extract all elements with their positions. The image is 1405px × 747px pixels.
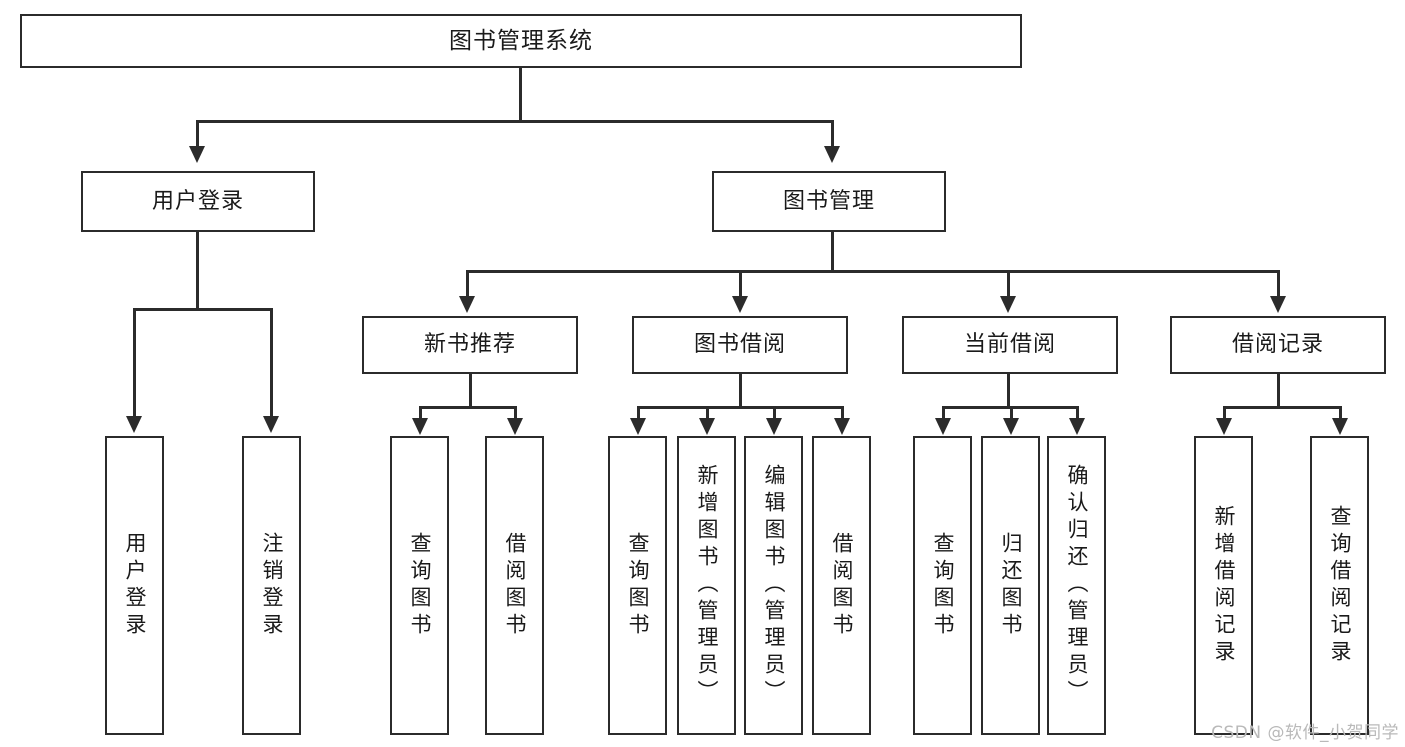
node-label: 查询图书 [408, 531, 432, 640]
node-book-borrow[interactable]: 图书借阅 [632, 316, 848, 374]
node-label: 注销登录 [260, 531, 284, 640]
node-label: 用户登录 [151, 188, 244, 214]
node-root-system[interactable]: 图书管理系统 [20, 14, 1022, 68]
node-label: 图书管理系统 [449, 27, 593, 54]
leaf-cb-query-book[interactable]: 查询图书 [913, 436, 972, 735]
connector-drop-new-book [466, 270, 469, 298]
arrowhead-nb-leaf2 [507, 418, 523, 435]
leaf-br-add-record[interactable]: 新增借阅记录 [1194, 436, 1253, 735]
node-label: 查询借阅记录 [1328, 504, 1352, 667]
arrowhead-book-borrow [732, 296, 748, 313]
arrowhead-br-leaf1 [1216, 418, 1232, 435]
arrowhead-new-book [459, 296, 475, 313]
leaf-nb-borrow-book[interactable]: 借阅图书 [485, 436, 544, 735]
watermark-text: CSDN @软件_小贺同学 [1211, 723, 1399, 743]
connector-drop-br-leaf2 [1339, 406, 1342, 420]
leaf-br-query-record[interactable]: 查询借阅记录 [1310, 436, 1369, 735]
connector-current-borrow-bus [942, 406, 1076, 409]
arrowhead-nb-leaf1 [412, 418, 428, 435]
connector-user-login-stem [196, 232, 199, 310]
node-label: 用户登录 [123, 531, 147, 640]
arrowhead-bb-leaf1 [630, 418, 646, 435]
node-label: 新增图书（管理员） [695, 464, 719, 707]
connector-root-bus [196, 120, 833, 123]
node-label: 查询图书 [931, 531, 955, 640]
node-current-borrow[interactable]: 当前借阅 [902, 316, 1118, 374]
connector-drop-user-login [196, 120, 199, 148]
arrowhead-borrow-record [1270, 296, 1286, 313]
node-label: 图书管理 [782, 188, 875, 214]
leaf-bb-query-book[interactable]: 查询图书 [608, 436, 667, 735]
node-label: 当前借阅 [963, 332, 1056, 358]
arrowhead-bb-leaf2 [699, 418, 715, 435]
node-label: 新增借阅记录 [1212, 504, 1236, 667]
node-user-login[interactable]: 用户登录 [81, 171, 315, 232]
connector-drop-nb-leaf1 [419, 406, 422, 420]
leaf-cb-return-book[interactable]: 归还图书 [981, 436, 1040, 735]
node-label: 图书借阅 [693, 332, 786, 358]
arrowhead-user-login-leaf2 [263, 416, 279, 433]
connector-book-manage-stem [831, 232, 834, 272]
connector-drop-user-login-leaf1 [133, 308, 136, 418]
node-label: 新书推荐 [423, 332, 516, 358]
connector-drop-cb-leaf3 [1076, 406, 1079, 420]
connector-drop-bb-leaf4 [841, 406, 844, 420]
node-label: 编辑图书（管理员） [762, 464, 786, 707]
node-new-book-recommend[interactable]: 新书推荐 [362, 316, 578, 374]
connector-borrow-record-bus [1223, 406, 1341, 409]
connector-drop-book-borrow [739, 270, 742, 298]
connector-drop-user-login-leaf2 [270, 308, 273, 418]
leaf-bb-borrow-book[interactable]: 借阅图书 [812, 436, 871, 735]
connector-drop-br-leaf1 [1223, 406, 1226, 420]
connector-drop-book-manage [831, 120, 834, 148]
arrowhead-current-borrow [1000, 296, 1016, 313]
connector-level2-bus [466, 270, 1280, 273]
node-label: 确认归还（管理员） [1065, 464, 1089, 707]
connector-drop-borrow-record [1277, 270, 1280, 298]
arrowhead-user-login-leaf1 [126, 416, 142, 433]
connector-borrow-record-stem [1277, 374, 1280, 408]
connector-drop-cb-leaf2 [1010, 406, 1013, 420]
leaf-cb-confirm-return[interactable]: 确认归还（管理员） [1047, 436, 1106, 735]
connector-book-borrow-bus [637, 406, 843, 409]
node-label: 借阅图书 [830, 531, 854, 640]
leaf-nb-query-book[interactable]: 查询图书 [390, 436, 449, 735]
arrowhead-cb-leaf3 [1069, 418, 1085, 435]
connector-drop-current-borrow [1007, 270, 1010, 298]
node-label: 借阅记录 [1231, 332, 1324, 358]
connector-book-borrow-stem [739, 374, 742, 408]
connector-new-book-stem [469, 374, 472, 408]
leaf-user-login[interactable]: 用户登录 [105, 436, 164, 735]
arrowhead-bb-leaf4 [834, 418, 850, 435]
connector-root-stem [519, 68, 522, 122]
connector-new-book-bus [419, 406, 516, 409]
connector-drop-nb-leaf2 [514, 406, 517, 420]
connector-drop-bb-leaf2 [706, 406, 709, 420]
connector-drop-bb-leaf3 [773, 406, 776, 420]
arrowhead-br-leaf2 [1332, 418, 1348, 435]
leaf-bb-edit-book[interactable]: 编辑图书（管理员） [744, 436, 803, 735]
arrowhead-cb-leaf2 [1003, 418, 1019, 435]
connector-user-login-bus [133, 308, 272, 311]
node-label: 借阅图书 [503, 531, 527, 640]
connector-drop-bb-leaf1 [637, 406, 640, 420]
leaf-user-logout[interactable]: 注销登录 [242, 436, 301, 735]
arrowhead-bb-leaf3 [766, 418, 782, 435]
leaf-bb-add-book[interactable]: 新增图书（管理员） [677, 436, 736, 735]
node-book-management[interactable]: 图书管理 [712, 171, 946, 232]
arrowhead-cb-leaf1 [935, 418, 951, 435]
connector-drop-cb-leaf1 [942, 406, 945, 420]
connector-current-borrow-stem [1007, 374, 1010, 408]
node-label: 归还图书 [999, 531, 1023, 640]
arrowhead-user-login [189, 146, 205, 163]
node-label: 查询图书 [626, 531, 650, 640]
arrowhead-book-manage [824, 146, 840, 163]
node-borrow-record[interactable]: 借阅记录 [1170, 316, 1386, 374]
